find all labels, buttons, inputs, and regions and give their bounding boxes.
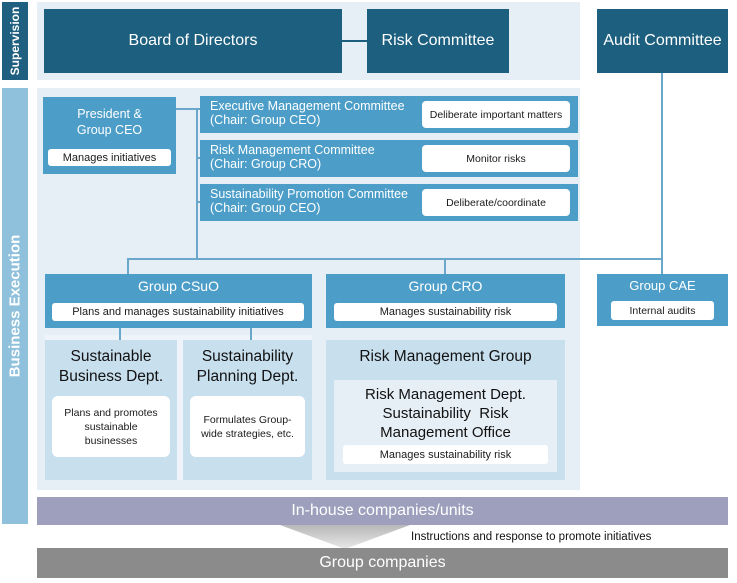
cro-title: Group CRO xyxy=(408,278,483,294)
inhouse-companies-label: In-house companies/units xyxy=(291,502,474,519)
executive-management-committee-box: Executive Management Committee (Chair: G… xyxy=(200,96,578,133)
risk-committee-label: Risk Committee xyxy=(381,32,495,49)
president-vertical-connector xyxy=(196,109,198,259)
group-csuo-box: Group CSuO Plans and manages sustainabil… xyxy=(45,274,312,328)
sustainability-committee-chair: (Chair: Group CEO) xyxy=(210,201,321,215)
audit-vertical-connector xyxy=(661,73,663,276)
horizontal-execution-connector xyxy=(128,258,662,260)
risk-dept-line1: Risk Management Dept. xyxy=(365,386,526,403)
sustainability-planning-dept-name: Sustainability Planning Dept. xyxy=(183,347,312,387)
cae-role: Internal audits xyxy=(611,301,714,320)
executive-committee-role: Deliberate important matters xyxy=(422,101,570,128)
sustainability-planning-dept-role: Formulates Group-wide strategies, etc. xyxy=(190,396,305,457)
supervision-side-label: Supervision xyxy=(2,2,28,80)
sustainable-business-dept-line2: Business Dept. xyxy=(58,368,164,385)
risk-management-dept-name: Risk Management Dept. Sustainability Ris… xyxy=(334,385,557,442)
sustainability-promotion-committee-box: Sustainability Promotion Committee (Chai… xyxy=(200,184,578,221)
inhouse-companies-bar: In-house companies/units xyxy=(37,497,728,525)
committee-branch-3 xyxy=(196,201,200,203)
group-companies-label: Group companies xyxy=(319,554,446,571)
cae-title: Group CAE xyxy=(629,278,696,293)
risk-dept-line3: Management Office xyxy=(380,424,511,441)
cro-connector xyxy=(444,258,446,274)
csuo-dept-connector-1 xyxy=(119,326,121,340)
sustainability-planning-dept-box: Sustainability Planning Dept. Formulates… xyxy=(183,340,312,480)
committee-branch-1 xyxy=(176,108,200,110)
risk-management-group-box: Risk Management Group Risk Management De… xyxy=(326,340,565,480)
board-of-directors-label: Board of Directors xyxy=(128,32,258,49)
business-execution-side-label: Business Execution xyxy=(2,88,28,524)
supervision-label: Supervision xyxy=(8,6,22,76)
sustainability-committee-name: Sustainability Promotion Committee xyxy=(210,187,408,201)
cro-role: Manages sustainability risk xyxy=(334,303,557,321)
committee-branch-2 xyxy=(196,157,200,159)
group-companies-bar: Group companies xyxy=(37,548,728,578)
audit-committee-box: Audit Committee xyxy=(597,9,728,73)
sustainable-business-dept-role: Plans and promotes sustainable businesse… xyxy=(52,396,170,457)
president-title-line1: President & xyxy=(77,107,142,121)
risk-management-group-title: Risk Management Group xyxy=(359,348,532,365)
business-execution-label: Business Execution xyxy=(6,234,24,378)
president-title: President & Group CEO xyxy=(43,106,176,138)
risk-dept-role: Manages sustainability risk xyxy=(343,445,548,464)
risk-committee-role: Monitor risks xyxy=(422,145,570,172)
board-of-directors-box: Board of Directors xyxy=(44,9,342,73)
president-role: Manages initiatives xyxy=(48,149,171,166)
risk-management-dept-box: Risk Management Dept. Sustainability Ris… xyxy=(334,380,557,472)
president-title-line2: Group CEO xyxy=(76,123,143,137)
sustainability-committee-role: Deliberate/coordinate xyxy=(422,189,570,216)
president-ceo-box: President & Group CEO Manages initiative… xyxy=(43,97,176,174)
sustainable-business-dept-line1: Sustainable xyxy=(70,348,152,365)
group-cro-box: Group CRO Manages sustainability risk xyxy=(326,274,565,328)
executive-committee-name: Executive Management Committee xyxy=(210,99,405,113)
risk-committee-name: Risk Management Committee xyxy=(210,143,375,157)
csuo-title: Group CSuO xyxy=(138,278,219,294)
sustainability-planning-dept-line1: Sustainability xyxy=(201,348,294,365)
risk-committee-chair: (Chair: Group CRO) xyxy=(210,157,322,171)
executive-committee-chair: (Chair: Group CEO) xyxy=(210,113,321,127)
group-cae-box: Group CAE Internal audits xyxy=(597,274,728,326)
audit-committee-label: Audit Committee xyxy=(603,32,722,49)
board-risk-connector xyxy=(342,40,368,42)
sustainability-planning-dept-line2: Planning Dept. xyxy=(196,368,299,385)
risk-dept-line2: Sustainability Risk xyxy=(382,405,509,422)
csuo-dept-connector-2 xyxy=(250,326,252,340)
instructions-text: Instructions and response to promote ini… xyxy=(411,531,652,543)
csuo-role: Plans and manages sustainability initiat… xyxy=(52,303,304,321)
down-arrow-icon xyxy=(280,525,410,549)
risk-committee-box: Risk Committee xyxy=(367,9,509,73)
sustainable-business-dept-name: Sustainable Business Dept. xyxy=(45,347,177,387)
sustainable-business-dept-box: Sustainable Business Dept. Plans and pro… xyxy=(45,340,177,480)
csuo-connector xyxy=(127,258,129,274)
risk-management-committee-box: Risk Management Committee (Chair: Group … xyxy=(200,140,578,177)
